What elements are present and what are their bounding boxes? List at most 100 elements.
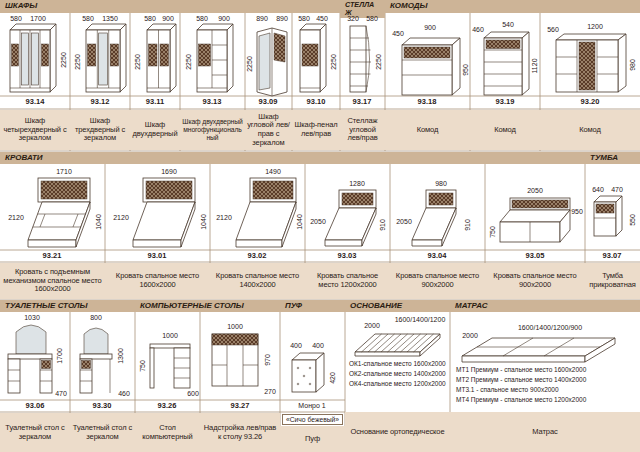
shelf-drawing	[350, 26, 366, 92]
node-text: Кровать спальное место 900х2000	[392, 272, 483, 289]
grid-line	[0, 250, 640, 251]
node-text: ТУМБА	[590, 154, 635, 163]
dressing-table-drawing	[8, 370, 20, 371]
dimension: 400	[312, 342, 324, 350]
mattress-drawing	[462, 338, 615, 362]
bed-base-drawing	[394, 334, 414, 352]
chest-drawing	[402, 45, 452, 95]
dressing-table-drawing	[80, 359, 92, 393]
dimension: 470	[55, 390, 67, 398]
bed-drawing	[442, 208, 456, 246]
bed-drawing	[28, 178, 570, 247]
dimension: 580	[144, 15, 156, 23]
dimension: 460	[118, 390, 130, 398]
dimension: 1000	[227, 323, 243, 331]
wardrobe-drawing	[302, 44, 318, 66]
section-header: КРОВАТИ	[0, 152, 585, 164]
shelf-drawing	[350, 38, 369, 39]
desk-drawing	[212, 365, 227, 366]
spec-line: ОК1-спальное место 1600х2000	[349, 360, 446, 367]
text-wrap: Шкаф угловой лев/прав с зеркалом	[247, 113, 290, 148]
bed-drawing	[133, 240, 181, 247]
item-code: 93.02	[248, 252, 267, 260]
dimension: 550	[629, 214, 637, 226]
product-name-cell: Шкаф двухдверный многофункциональный	[180, 110, 245, 150]
wardrobe-drawing	[212, 60, 227, 61]
bed-drawing	[325, 208, 376, 240]
wardrobe-drawing	[32, 33, 39, 85]
dressing-table-drawing	[8, 381, 20, 382]
bed-base-drawing	[355, 334, 440, 356]
text-wrap: Комод	[387, 126, 468, 135]
bed-drawing	[362, 208, 376, 246]
item-code: 93.09	[259, 98, 278, 106]
bed-drawing	[429, 193, 453, 205]
chest-drawing	[484, 50, 522, 51]
node-text: КОМПЬЮТЕРНЫЕ СТОЛЫ	[140, 302, 275, 311]
dimension: 2250	[330, 54, 338, 70]
text-wrap: Кровать спальное место 1600х2000	[107, 272, 208, 289]
node-text: ТУАЛЕТНЫЕ СТОЛЫ	[5, 302, 130, 311]
text-wrap: Стеллаж угловой лев/прав	[342, 117, 383, 143]
chest-drawing	[484, 74, 522, 75]
dimension: 470	[611, 186, 623, 194]
dimension: 1280	[349, 180, 365, 188]
product-name-cell: Стол компьютерный	[135, 413, 200, 452]
product-name-cell: Матрас	[450, 412, 640, 452]
mattress-drawing	[585, 338, 615, 362]
dimension: 890	[276, 15, 288, 23]
desk-drawing	[174, 368, 190, 369]
bed-drawing	[325, 240, 362, 246]
dimension: 600	[187, 390, 199, 398]
dressing-table-drawing	[110, 359, 111, 393]
desk-drawing	[243, 365, 258, 366]
wardrobe-drawing	[197, 88, 227, 89]
chest-drawing	[556, 34, 626, 40]
shelf-drawing	[350, 50, 371, 51]
text-wrap: КРОВАТИ	[5, 154, 580, 163]
item-code: 93.26	[158, 402, 177, 410]
bed-drawing	[146, 181, 192, 199]
dressing-table-drawing	[42, 361, 51, 369]
text-wrap: Надстройка лев/прав к столу 93.26	[202, 424, 278, 441]
bed-drawing	[236, 240, 282, 247]
item-code: 93.05	[526, 252, 545, 260]
wardrobe-drawing	[99, 33, 108, 85]
item-code: 93.18	[418, 98, 437, 106]
wardrobe-drawing	[88, 44, 96, 66]
product-name-cell: Шкаф угловой лев/прав с зеркалом	[245, 110, 292, 150]
dimension: 750	[489, 226, 497, 238]
bed-drawing	[412, 240, 442, 246]
dimension: 1200	[587, 23, 603, 31]
wardrobe-drawing	[40, 30, 41, 88]
node-text: КРОВАТИ	[5, 154, 580, 163]
text-wrap: Шкаф четырехдверный с зеркалом	[2, 117, 68, 143]
bed-base-drawing	[388, 334, 408, 352]
dimension: 2250	[246, 56, 254, 72]
nightstand-drawing	[594, 196, 622, 236]
dimension: 1300	[117, 348, 125, 364]
dressing-table-drawing	[40, 381, 52, 382]
wardrobe-drawing	[320, 24, 326, 92]
node-text: ОСНОВАНИЕ	[350, 302, 445, 311]
dressing-table-drawing	[40, 359, 52, 393]
item-code: 93.19	[496, 98, 515, 106]
chest-drawing	[579, 42, 595, 90]
text-wrap: «Сичо бежевый»	[285, 416, 340, 423]
dimension: 2050	[310, 218, 326, 226]
dimension: 950	[462, 64, 470, 76]
text-wrap: КОМОДЫ	[390, 2, 635, 11]
wardrobe-drawing	[30, 30, 31, 88]
wardrobe-drawing	[50, 24, 56, 92]
node-text: Стеллаж угловой лев/прав	[342, 117, 383, 143]
wardrobe-drawing	[97, 30, 98, 88]
text-wrap: СТЕЛЛАЖ	[345, 1, 380, 17]
node-text: Кровать спальное место 1600х2000	[107, 272, 208, 289]
node-text: Шкаф угловой лев/прав с зеркалом	[247, 113, 290, 148]
dimension: 910	[379, 219, 387, 231]
node-text: Шкаф четырехдверный с зеркалом	[2, 117, 68, 143]
chest-drawing	[522, 32, 529, 95]
bed-drawing	[426, 190, 456, 208]
dimension: 540	[502, 21, 514, 29]
